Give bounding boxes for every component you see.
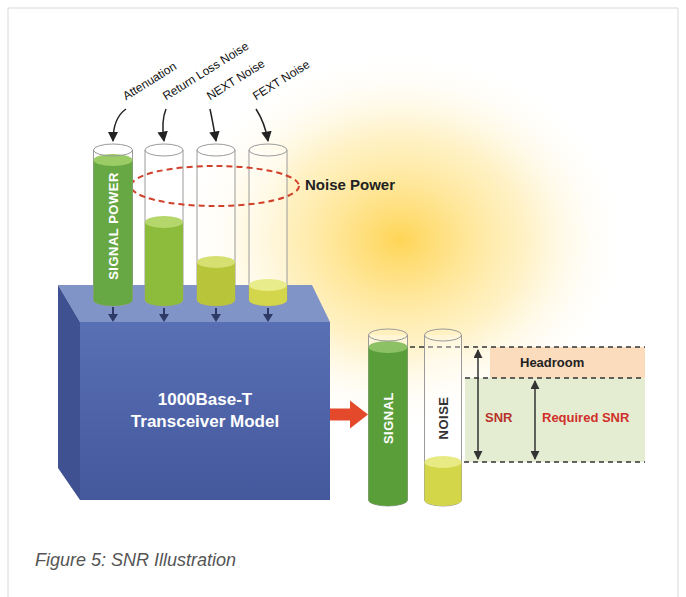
cylinder-fill bbox=[197, 262, 235, 306]
cylinder-fill bbox=[94, 160, 133, 306]
cylinder-fill bbox=[369, 347, 408, 506]
snr-region bbox=[465, 378, 645, 462]
headroom-region bbox=[490, 347, 645, 378]
cylinder-body bbox=[425, 335, 462, 506]
cylinder-top bbox=[145, 144, 183, 156]
cylinder-fill-top bbox=[425, 456, 462, 468]
cylinder-top bbox=[197, 144, 235, 156]
box-title: 1000Base-T Transceiver Model bbox=[115, 389, 295, 433]
input-arrow bbox=[163, 308, 165, 314]
input-arrow bbox=[215, 308, 217, 314]
fext-cylinder bbox=[249, 144, 287, 306]
connector-line bbox=[112, 307, 114, 315]
signal-cylinder: SIGNAL bbox=[368, 329, 408, 507]
connector-line bbox=[330, 409, 351, 421]
cylinder-fill-top bbox=[145, 216, 183, 228]
noise-level-line bbox=[464, 461, 645, 463]
signal-arrow bbox=[108, 307, 118, 322]
required-snr-arrow bbox=[534, 381, 536, 459]
cylinder-body bbox=[369, 335, 408, 506]
cylinder-fill bbox=[425, 462, 462, 506]
leader-line bbox=[256, 109, 268, 141]
cylinder-label: SIGNAL bbox=[381, 392, 396, 444]
cylinder-fill-top bbox=[197, 256, 235, 268]
cylinder-body bbox=[197, 150, 235, 306]
leader-line bbox=[210, 109, 216, 141]
transceiver-box: 1000Base-T Transceiver Model bbox=[80, 322, 330, 500]
input-arrow-head bbox=[211, 314, 221, 322]
input-arrow bbox=[267, 308, 269, 314]
figure-frame bbox=[8, 8, 678, 597]
cylinder-top bbox=[425, 329, 462, 341]
cylinder-fill bbox=[145, 222, 183, 306]
arrow-head bbox=[350, 401, 368, 429]
headroom-label: Headroom bbox=[520, 355, 584, 370]
input-arrow-head bbox=[263, 314, 273, 322]
output-arrow bbox=[330, 401, 368, 429]
leader-line bbox=[113, 109, 126, 141]
cylinder-body bbox=[94, 150, 133, 306]
signal-power-cylinder: SIGNAL POWER bbox=[93, 144, 133, 307]
noise-power-label: Noise Power bbox=[305, 177, 395, 192]
required-snr-label: Required SNR bbox=[542, 410, 629, 425]
box-side-face bbox=[58, 285, 80, 500]
snr-label: SNR bbox=[485, 410, 512, 425]
cylinder-fill-top bbox=[249, 279, 287, 291]
cylinder-top bbox=[249, 144, 287, 156]
arrow-head bbox=[108, 314, 118, 322]
next-cylinder bbox=[197, 144, 235, 306]
required-level-line bbox=[465, 377, 645, 379]
figure-caption: Figure 5: SNR Illustration bbox=[35, 549, 236, 571]
cylinder-label: SIGNAL POWER bbox=[106, 172, 121, 280]
cylinder-fill-top bbox=[369, 341, 408, 353]
cylinder-top bbox=[94, 144, 133, 156]
cylinder-top bbox=[369, 329, 408, 341]
noise-power-outline bbox=[131, 166, 299, 206]
input-arrow-head bbox=[159, 314, 169, 322]
leader-line bbox=[163, 109, 166, 141]
noise-cylinder: NOISE bbox=[424, 329, 462, 507]
cylinder-label: NOISE bbox=[436, 397, 451, 440]
snr-arrow bbox=[477, 350, 479, 459]
input-arrows bbox=[159, 308, 273, 322]
